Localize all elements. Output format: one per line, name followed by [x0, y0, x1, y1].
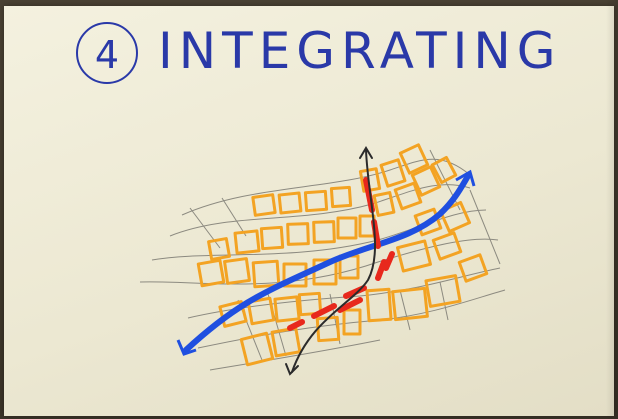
- city-block-icon: [365, 287, 393, 323]
- step-number: 4: [94, 33, 120, 77]
- sketch-title: INTEGRATING: [158, 22, 562, 80]
- city-block-icon: [372, 191, 396, 217]
- city-block-icon: [431, 231, 463, 261]
- city-block-icon: [379, 158, 407, 188]
- city-block-icon: [196, 258, 226, 288]
- street-line: [439, 281, 449, 321]
- step-number-circle: 4: [76, 22, 138, 84]
- street-line: [139, 238, 499, 285]
- street-line: [221, 197, 247, 237]
- city-block-icon: [329, 185, 353, 209]
- city-block-icon: [457, 253, 489, 283]
- city-block-icon: [233, 229, 261, 255]
- city-block-icon: [398, 143, 430, 175]
- city-block-icon: [393, 181, 423, 211]
- city-block-icon: [342, 308, 362, 336]
- city-block-icon: [246, 296, 276, 326]
- paper-edge-shadow: [606, 0, 618, 419]
- city-block-icon: [273, 295, 301, 323]
- city-block-icon: [251, 259, 281, 289]
- city-block-icon: [312, 220, 336, 244]
- city-block-icon: [251, 193, 277, 217]
- street-line: [399, 289, 411, 331]
- city-block-icon: [391, 286, 429, 322]
- city-block-icon: [303, 189, 329, 213]
- city-block-icon: [410, 165, 442, 197]
- city-block-icon: [430, 155, 458, 185]
- city-block-icon: [239, 331, 275, 367]
- city-block-icon: [424, 274, 462, 308]
- city-block-icon: [297, 291, 323, 317]
- city-block-icon: [286, 222, 310, 246]
- street-line: [169, 184, 471, 237]
- street-line: [469, 189, 501, 265]
- city-block-icon: [277, 191, 303, 215]
- city-block-icon: [336, 216, 358, 240]
- city-block-icon: [396, 239, 432, 273]
- city-block-icon: [223, 257, 251, 285]
- street-line: [151, 209, 487, 261]
- street-line: [209, 339, 381, 371]
- city-block-icon: [207, 237, 231, 261]
- city-block-icon: [270, 326, 302, 358]
- river-arrow-icon: [176, 169, 476, 356]
- city-block-icon: [259, 225, 285, 251]
- path-arrow-icon: [285, 146, 377, 376]
